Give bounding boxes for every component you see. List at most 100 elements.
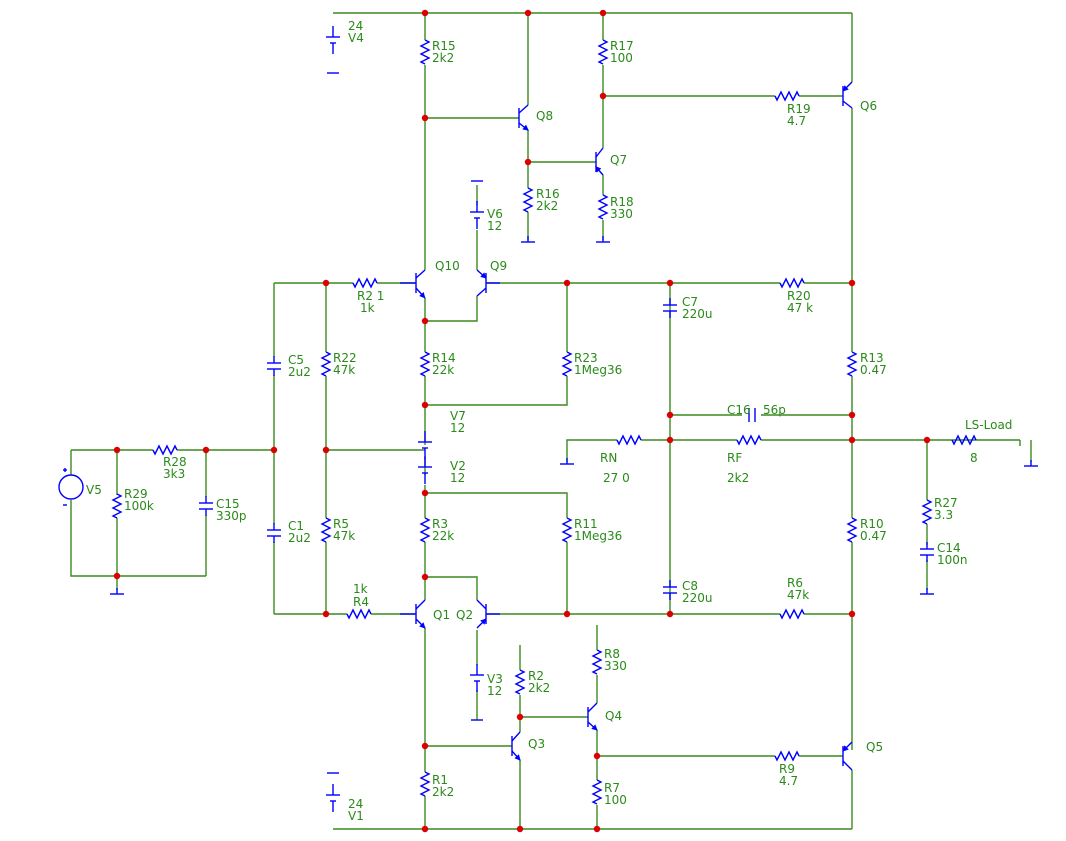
v6-source — [470, 201, 484, 229]
junction-dot — [421, 317, 429, 325]
r6-value: 47k — [787, 588, 809, 602]
c16-capacitor — [748, 408, 756, 422]
v3-source — [470, 664, 484, 692]
r6-resistor — [779, 608, 805, 620]
wires — [70, 12, 1032, 830]
junction-dot — [593, 752, 601, 760]
r20-label: R20 — [787, 289, 811, 303]
junction-dot — [421, 114, 429, 122]
rf-value: 2k2 — [727, 471, 749, 485]
r19-value: 4.7 — [787, 114, 806, 128]
r13-label: R13 — [860, 351, 884, 365]
r23-label: R23 — [574, 351, 598, 365]
r13-resistor — [846, 351, 858, 377]
q9-transistor — [476, 269, 500, 297]
q3-label: Q3 — [528, 737, 545, 751]
junction-dot — [524, 158, 532, 166]
junction-dot — [516, 825, 524, 833]
junction-dot — [666, 610, 674, 618]
junction-dot — [113, 572, 121, 580]
r2-value: 2k2 — [528, 681, 550, 695]
r3-resistor — [419, 517, 431, 543]
c14-label: C14 — [937, 541, 961, 555]
v3-label: V3 — [487, 672, 503, 686]
v1-label: V1 — [348, 809, 364, 823]
junction-dot — [322, 446, 330, 454]
q2-label: Q2 — [456, 608, 473, 622]
r5-label: R5 — [333, 517, 349, 531]
ground-symbol — [110, 588, 124, 595]
r9-value: 4.7 — [779, 774, 798, 788]
v1-source — [326, 784, 340, 812]
q3-transistor — [511, 731, 521, 761]
q8-transistor — [518, 104, 529, 131]
r3-value: 22k — [432, 529, 454, 543]
r4-resistor — [346, 608, 372, 620]
r11-resistor — [561, 517, 573, 543]
r18-value: 330 — [610, 207, 633, 221]
c8-label: C8 — [682, 579, 698, 593]
q5-transistor — [842, 741, 853, 771]
junction-dot — [421, 489, 429, 497]
c5-capacitor — [267, 356, 281, 376]
r18-resistor — [597, 194, 609, 220]
ls-load-label: LS-Load — [965, 418, 1012, 432]
q6-transistor — [842, 81, 853, 109]
junction-dot — [599, 92, 607, 100]
v7-value: 12 — [450, 421, 465, 435]
r19-resistor — [774, 90, 800, 102]
q4-transistor — [587, 702, 598, 731]
r27-resistor — [921, 499, 933, 525]
c16-value: 56p — [763, 403, 786, 417]
v6-label: V6 — [487, 207, 503, 221]
r15-resistor — [419, 39, 431, 65]
ls-load-resistor — [951, 434, 977, 446]
q1-label: Q1 — [433, 608, 450, 622]
r4-label: R4 — [353, 595, 369, 609]
v3-value: 12 — [487, 684, 502, 698]
r20-resistor — [779, 277, 805, 289]
wire — [425, 296, 478, 322]
c14-capacitor — [920, 542, 934, 562]
junction-dot — [524, 9, 532, 17]
q10-transistor — [400, 269, 426, 299]
junction-dot — [421, 825, 429, 833]
r28-resistor — [152, 444, 178, 456]
rn-value: 27 0 — [603, 471, 630, 485]
junction-dot — [848, 279, 856, 287]
v6-value: 12 — [487, 219, 502, 233]
q4-label: Q4 — [605, 709, 622, 723]
junction-dot — [421, 573, 429, 581]
ground-symbol — [596, 236, 610, 243]
ground-symbol — [560, 458, 574, 465]
r7-resistor — [591, 779, 603, 805]
ground-symbol — [521, 236, 535, 243]
c7-value: 220u — [682, 307, 713, 321]
v2-label: V2 — [450, 459, 466, 473]
r9-resistor — [774, 750, 800, 762]
v4-source — [326, 26, 340, 54]
c5-value: 2u2 — [288, 365, 311, 379]
q5-label: Q5 — [866, 740, 883, 754]
r5-resistor — [320, 517, 332, 543]
r8-resistor — [591, 649, 603, 675]
r15-value: 2k2 — [432, 51, 454, 65]
q6-label: Q6 — [860, 99, 877, 113]
r22-value: 47k — [333, 363, 355, 377]
rn-resistor — [616, 434, 642, 446]
r10-label: R10 — [860, 517, 884, 531]
ground-symbol — [920, 588, 934, 595]
c7-label: C7 — [682, 295, 698, 309]
wire — [425, 376, 568, 406]
r1-label: R1 — [432, 773, 448, 787]
c15-label: C15 — [216, 497, 240, 511]
r11-value: 1Meg36 — [574, 529, 622, 543]
c14-value: 100n — [937, 553, 968, 567]
r17-resistor — [597, 39, 609, 65]
c16-label: C16 — [727, 403, 751, 417]
r9-label: R9 — [779, 762, 795, 776]
r27-value: 3.3 — [934, 508, 953, 522]
r2-label: R2 — [528, 669, 544, 683]
q7-transistor — [595, 147, 604, 176]
q10-label: Q10 — [435, 259, 460, 273]
